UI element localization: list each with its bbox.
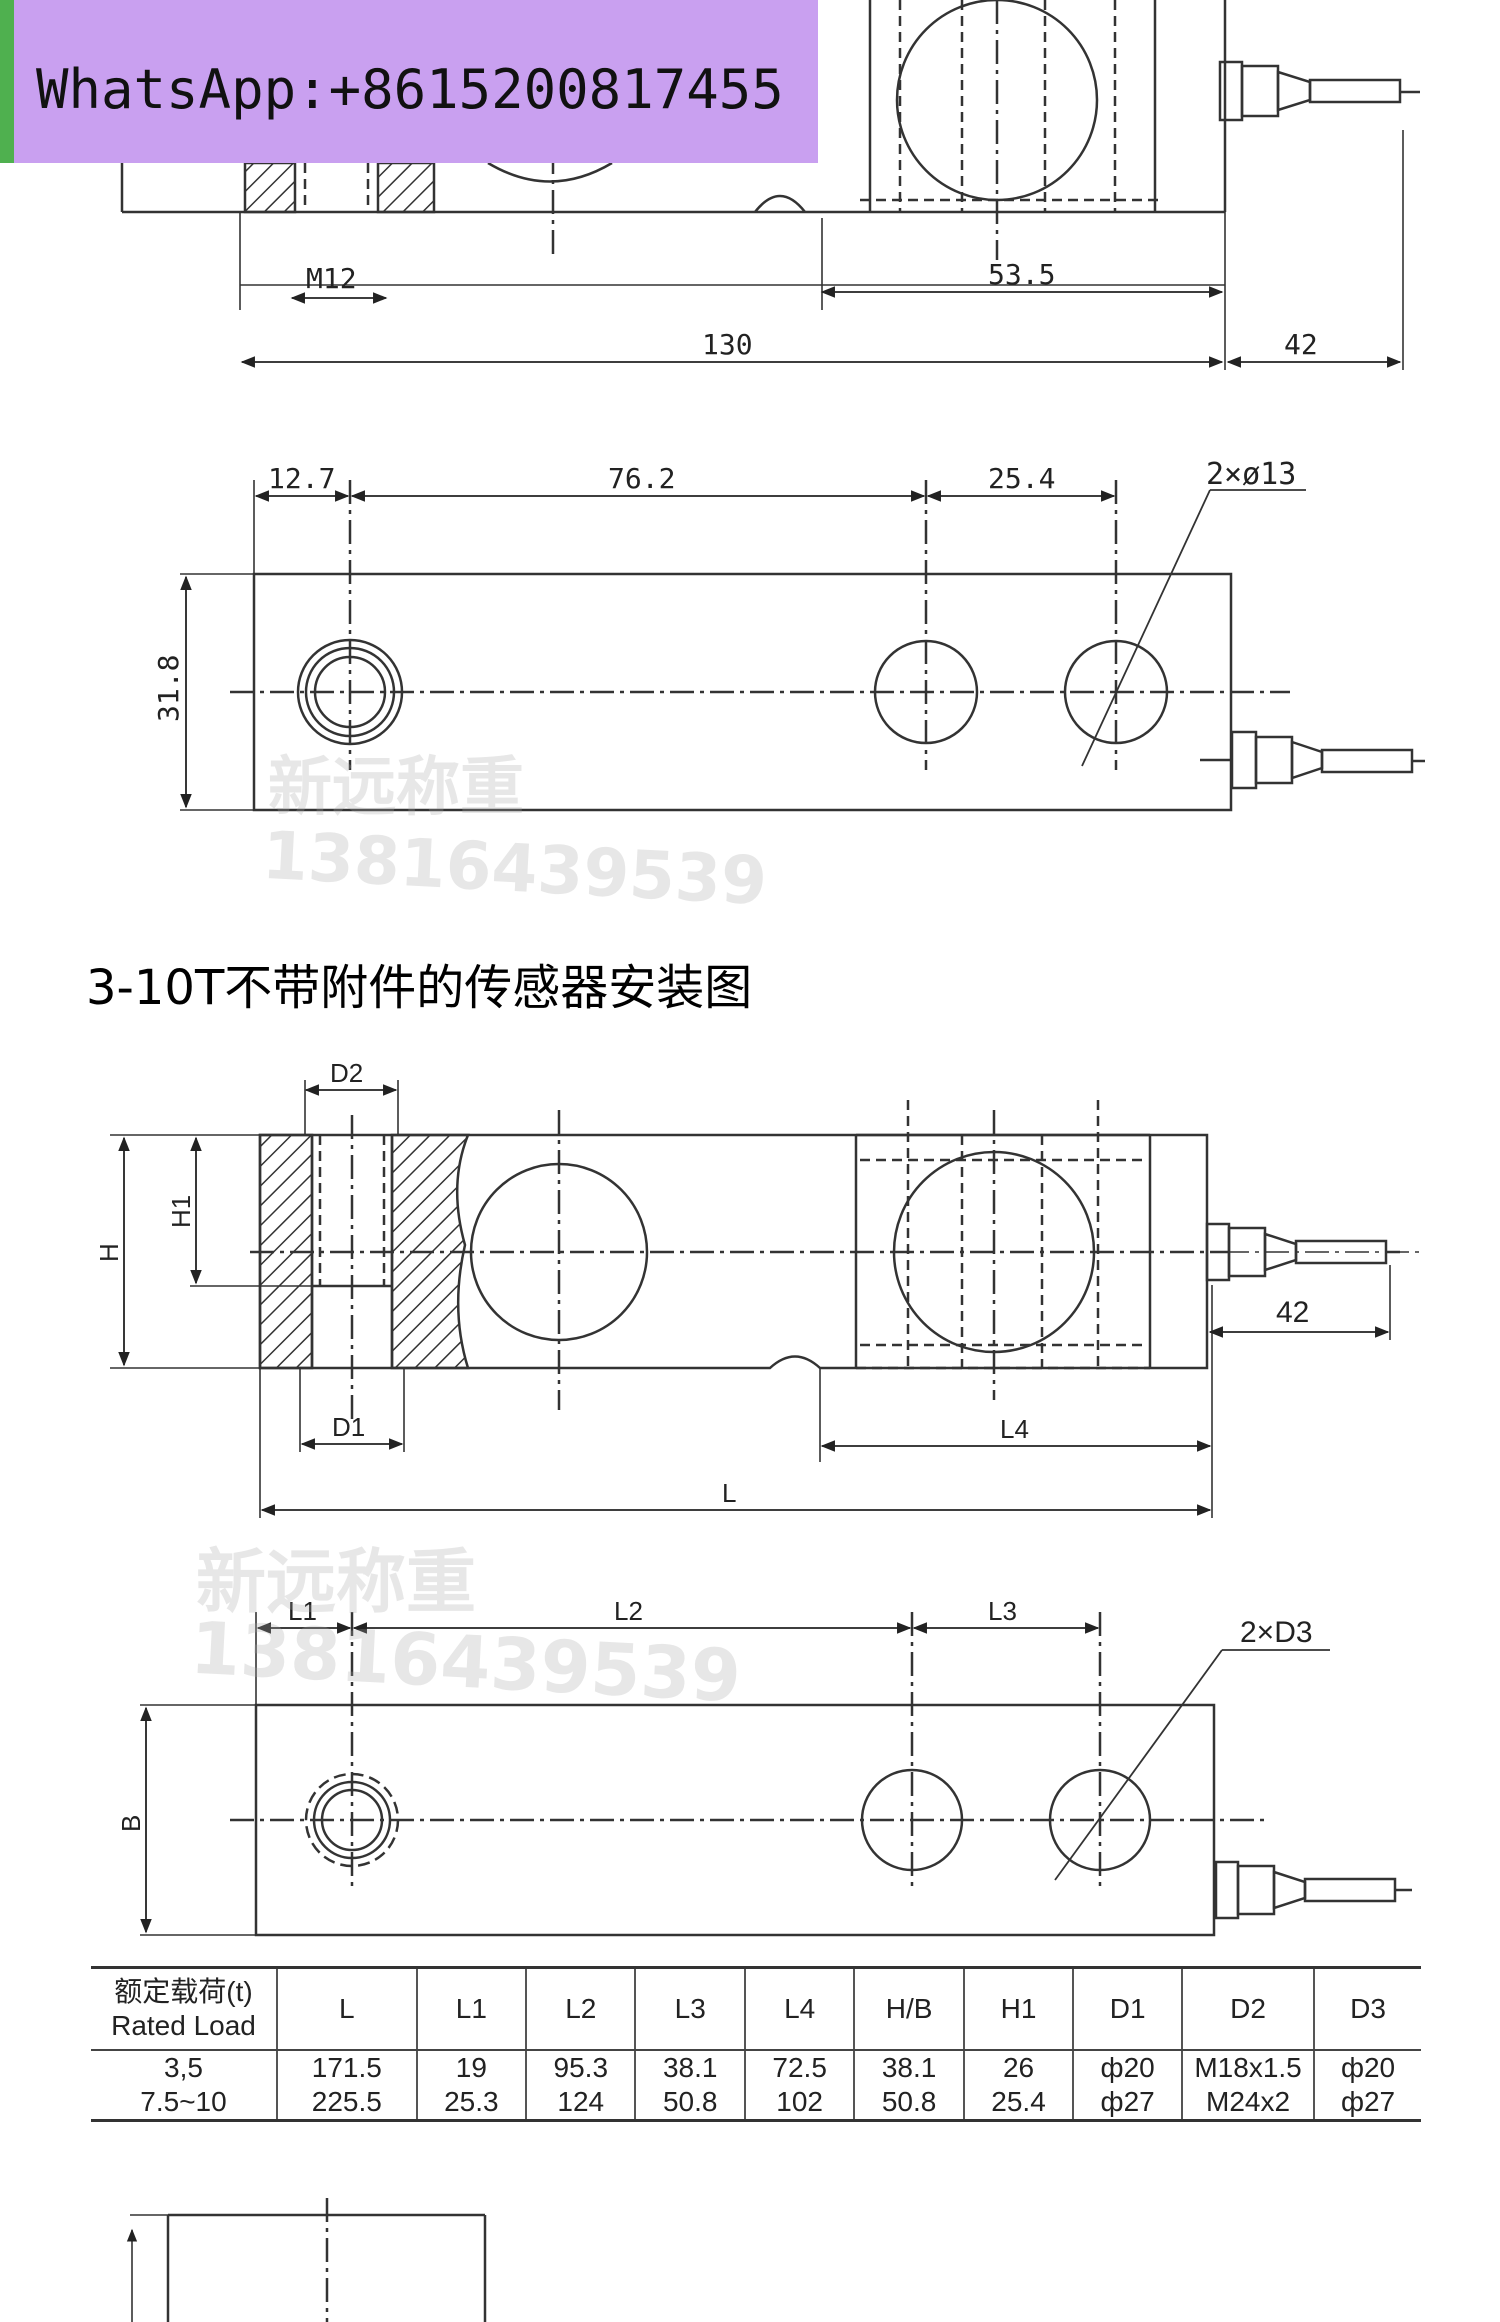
spec-table: 额定载荷(t) Rated Load L L1 L2 L3 L4 H/B H1 … (91, 1966, 1421, 2122)
header-rated-load: 额定载荷(t) Rated Load (91, 1966, 277, 2051)
dim-76-2: 76.2 (608, 462, 675, 495)
table-cell: 19 (415, 2050, 527, 2085)
table-cell: 171.5 (276, 2050, 417, 2085)
table-cell: 25.4 (962, 2085, 1074, 2122)
header-rated-load-en: Rated Load (111, 2010, 256, 2041)
dim-H1: H1 (166, 1195, 196, 1228)
dim-L2: L2 (614, 1596, 643, 1626)
header-cell: L2 (525, 1966, 636, 2051)
spec-table-header: 额定载荷(t) Rated Load L L1 L2 L3 L4 H/B H1 … (91, 1966, 1421, 2051)
whatsapp-banner: WhatsApp:+8615200817455 (0, 0, 818, 163)
table-cell: 7.5~10 (91, 2085, 277, 2122)
header-cell: H1 (962, 1966, 1074, 2051)
table-cell: 38.1 (634, 2050, 745, 2085)
section-title: 3-10T不带附件的传感器安装图 (86, 960, 753, 1016)
header-cell: H/B (853, 1966, 964, 2051)
dim-12-7: 12.7 (268, 462, 335, 495)
table-cell: 38.1 (853, 2050, 964, 2085)
table-cell: 124 (525, 2085, 636, 2122)
header-cell: L1 (415, 1966, 527, 2051)
header-cell: L4 (743, 1966, 855, 2051)
top-plan-view (180, 480, 1425, 812)
table-cell: 102 (743, 2085, 855, 2122)
table-cell: 3,5 (164, 2052, 203, 2083)
bottom-partial-view (126, 2198, 487, 2322)
dim-B: B (116, 1815, 146, 1832)
table-cell: M18x1.5 (1181, 2050, 1315, 2085)
table-cell: 72.5 (743, 2050, 855, 2085)
header-cell: D1 (1072, 1966, 1183, 2051)
dim-2xD3: 2×D3 (1240, 1616, 1313, 1649)
dim-L: L (722, 1478, 736, 1508)
dim-D1: D1 (332, 1412, 365, 1442)
dim-42-top: 42 (1284, 328, 1318, 361)
header-rated-load-cn: 额定载荷(t) (114, 1976, 253, 2007)
dim-53-5: 53.5 (988, 258, 1055, 291)
dim-25-4: 25.4 (988, 462, 1055, 495)
dim-L4: L4 (1000, 1414, 1029, 1444)
table-cell: ф20 (1072, 2050, 1183, 2085)
table-cell: 26 (962, 2050, 1074, 2085)
table-cell: 225.5 (276, 2085, 417, 2122)
dim-42-main: 42 (1276, 1296, 1309, 1329)
table-row: 3,5 171.5 19 95.3 38.1 72.5 38.1 26 ф20 … (91, 2050, 1421, 2085)
table-cell: 50.8 (853, 2085, 964, 2122)
dim-H: H (94, 1243, 124, 1262)
table-row: 7.5~10 225.5 25.3 124 50.8 102 50.8 25.4… (91, 2085, 1421, 2122)
table-cell: ф27 (1313, 2085, 1421, 2122)
dim-D2: D2 (330, 1058, 363, 1088)
table-cell: 95.3 (525, 2050, 636, 2085)
dim-31-8: 31.8 (152, 655, 185, 722)
main-side-view (110, 1080, 1420, 1518)
header-cell: D3 (1313, 1966, 1421, 2051)
top-side-view (120, 0, 1420, 370)
table-cell: ф27 (1072, 2085, 1183, 2122)
table-cell: 25.3 (415, 2085, 527, 2122)
header-cell: L3 (634, 1966, 745, 2051)
table-cell: 50.8 (634, 2085, 745, 2122)
header-cell: L (276, 1966, 417, 2051)
dim-L3: L3 (988, 1596, 1017, 1626)
dim-130: 130 (702, 328, 753, 361)
dim-thread: M12 (306, 262, 357, 295)
main-plan-view (140, 1612, 1412, 1937)
table-cell: ф20 (1313, 2050, 1421, 2085)
watermark-brand-1: 新远称重 (268, 751, 524, 825)
dim-L1: L1 (288, 1596, 317, 1626)
whatsapp-text: WhatsApp:+8615200817455 (36, 58, 784, 121)
watermark-brand-2: 新远称重 (196, 1541, 476, 1623)
dim-hole-spec: 2×ø13 (1206, 457, 1296, 492)
table-cell: M24x2 (1181, 2085, 1315, 2122)
header-cell: D2 (1181, 1966, 1315, 2051)
